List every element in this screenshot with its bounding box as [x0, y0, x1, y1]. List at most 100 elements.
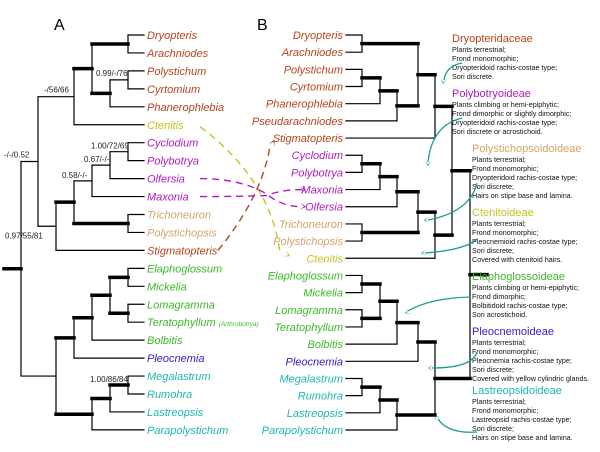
panel-label-a: A — [54, 17, 65, 34]
taxon-label: Rumohra — [298, 391, 343, 403]
subfamily-name: Ctenitoideae — [472, 207, 534, 219]
support-value: 1.00/72/69 — [91, 142, 129, 151]
taxon-label: Cyrtomium — [290, 82, 343, 94]
polybotryoideae-callout-head — [425, 160, 432, 166]
lastreopsidoideae-callout — [437, 418, 478, 433]
subfamily-trait: Sori acrostichoid. — [472, 310, 527, 319]
support-value: 0.97/55/81 — [5, 231, 43, 240]
subfamily-trait: Dryopteridoid rachis-costae type; — [452, 118, 557, 127]
subfamily-trait: Frond monomorphic; — [472, 228, 538, 237]
taxon-label: Trichoneuron — [147, 210, 211, 222]
subfamily-trait: Covered with ctenitoid hairs. — [472, 255, 562, 264]
taxon-label: Megalastrum — [279, 373, 343, 385]
subfamily-trait: Plants terrestrial; — [472, 338, 526, 347]
ctenitis-move-arrow — [199, 126, 281, 253]
taxon-label: Stigmatopteris — [273, 133, 344, 145]
taxon-label: Maxonia — [147, 192, 189, 204]
taxon-label: Olfersia — [147, 174, 185, 186]
olfersia-arrowhead — [299, 202, 306, 210]
maxonia-arrowhead — [299, 186, 306, 194]
subfamily-trait: Frond monomorphic; — [472, 406, 538, 415]
subfamily-trait: Frond monomorphic; — [472, 164, 538, 173]
support-value: -/-/0.52 — [4, 150, 30, 159]
subfamily-trait: Plants terrestrial; — [452, 45, 506, 54]
subfamily-trait: Bolbitidoid rachis-costae type; — [472, 301, 567, 310]
subfamily-trait: Plants terrestrial; — [472, 219, 526, 228]
subfamily-trait: Frond monomorphic; — [472, 347, 538, 356]
subfamily-name: Polybotryoideae — [452, 88, 531, 100]
taxon-label: Maxonia — [301, 185, 343, 197]
taxon-label: Lomagramma — [147, 299, 215, 311]
taxon-label: Lastreopsis — [287, 408, 344, 420]
taxon-label: Lastreopsis — [147, 407, 204, 419]
subfamily-trait: Sori discrete or acrostichoid. — [452, 127, 543, 136]
polystichopsoidoideae-callout-head — [424, 216, 430, 223]
taxon-label: Dryopteris — [147, 30, 198, 42]
taxon-label: Arachniodes — [281, 47, 344, 59]
ctenitis-arrowhead — [283, 250, 290, 257]
subfamily-name: Lastreopsidoideae — [472, 385, 562, 397]
tree-b: DryopterisArachniodesPolystichumCyrtomiu… — [252, 30, 489, 437]
subfamily-name: Elaphoglossoideae — [472, 271, 565, 283]
subfamily-trait: Covered with yellow cylindric glands. — [472, 374, 589, 383]
subfamily-trait: Sori discrete; — [472, 246, 514, 255]
taxon-label: Polystichum — [284, 64, 343, 76]
support-value: -/56/66 — [44, 86, 69, 95]
taxon-label: Lomagramma — [275, 305, 343, 317]
taxon-label: Teratophyllum — [274, 322, 343, 334]
subfamily-trait: Sori discrete; — [472, 424, 514, 433]
subfamily-trait: Hairs on stipe base and lamina. — [472, 433, 573, 442]
taxon-label: Stigmatopteris — [147, 245, 218, 257]
subfamily-trait: Plants terrestrial; — [472, 155, 526, 164]
support-value: 0.99/-/76 — [96, 69, 128, 78]
taxon-label: Polystichum — [147, 66, 206, 78]
tree-a: DryopterisArachniodesPolystichumCyrtomiu… — [2, 30, 259, 437]
olfersia-move-arrow — [199, 177, 303, 208]
elaphoglossoideae-callout — [407, 296, 472, 312]
ctenitoideae-callout — [424, 238, 478, 254]
taxon-label: Parapolystichum — [262, 425, 343, 437]
taxon-label: Phanerophlebia — [266, 99, 343, 111]
pleocnemoideae-callout — [431, 351, 478, 369]
taxon-label: Elaphoglossum — [147, 263, 222, 275]
subfamily-name: Polystichopsoidoideae — [472, 143, 581, 155]
taxon-label: Ctenitis — [306, 253, 343, 265]
subfamily-trait: Pleocnemioid rachis-costae type; — [472, 237, 577, 246]
taxon-label: Polybotrya — [147, 156, 199, 168]
taxon-label: Mickelia — [147, 281, 187, 293]
taxon-note: (Arthrobotrya) — [219, 321, 259, 328]
subfamily-trait: Lastreopsid rachis-costae type; — [472, 415, 571, 424]
taxon-label: Pleocnemia — [147, 353, 204, 365]
subfamily-trait: Plants climbing or hemi-epiphytic; — [472, 283, 579, 292]
subfamily-trait: Frond monomorphic; — [452, 54, 518, 63]
taxon-label: Ctenitis — [147, 120, 184, 132]
taxon-label: Polystichopsis — [147, 227, 217, 239]
taxon-label: Parapolystichum — [147, 425, 228, 437]
taxon-label: Pleocnemia — [286, 356, 343, 368]
taxon-label: Phanerophlebia — [147, 102, 224, 114]
polystichopsoidoideae-callout — [427, 182, 478, 221]
taxon-label: Bolbitis — [147, 335, 183, 347]
taxon-label: Arachniodes — [146, 48, 209, 60]
taxon-label: Pseudarachniodes — [252, 116, 344, 128]
taxon-label: Megalastrum — [147, 371, 211, 383]
taxon-label: Dryopteris — [293, 30, 344, 42]
taxon-label: Rumohra — [147, 389, 192, 401]
subfamily-trait: Sori discrete. — [452, 72, 494, 81]
taxon-label: Cyclodium — [147, 138, 198, 150]
taxon-label: Olfersia — [305, 202, 343, 214]
subfamily-trait: Plants climbing or hemi-epiphytic; — [452, 100, 559, 109]
subfamily-trait: Hairs on stipe base and lamina. — [472, 191, 573, 200]
subfamily-trait: Pleocnemia rachis-costae type; — [472, 356, 572, 365]
subfamily-name: Pleocnemoideae — [472, 326, 554, 338]
elaphoglossoideae-callout-head — [405, 308, 411, 315]
subfamily-trait: Dryopteridoid rachis-costae type; — [472, 173, 577, 182]
subfamily-trait: Frond dimorphic; — [472, 292, 526, 301]
maxonia-move-arrow — [199, 188, 303, 198]
taxon-move-arrows — [199, 126, 306, 257]
subfamily-trait: Plants terrestrial; — [472, 397, 526, 406]
subfamily-name: Dryopteridaceae — [452, 33, 533, 45]
taxon-label: Cyclodium — [292, 150, 343, 162]
subfamily-trait: Frond dimorphic or slightly dimorphic; — [452, 109, 571, 118]
